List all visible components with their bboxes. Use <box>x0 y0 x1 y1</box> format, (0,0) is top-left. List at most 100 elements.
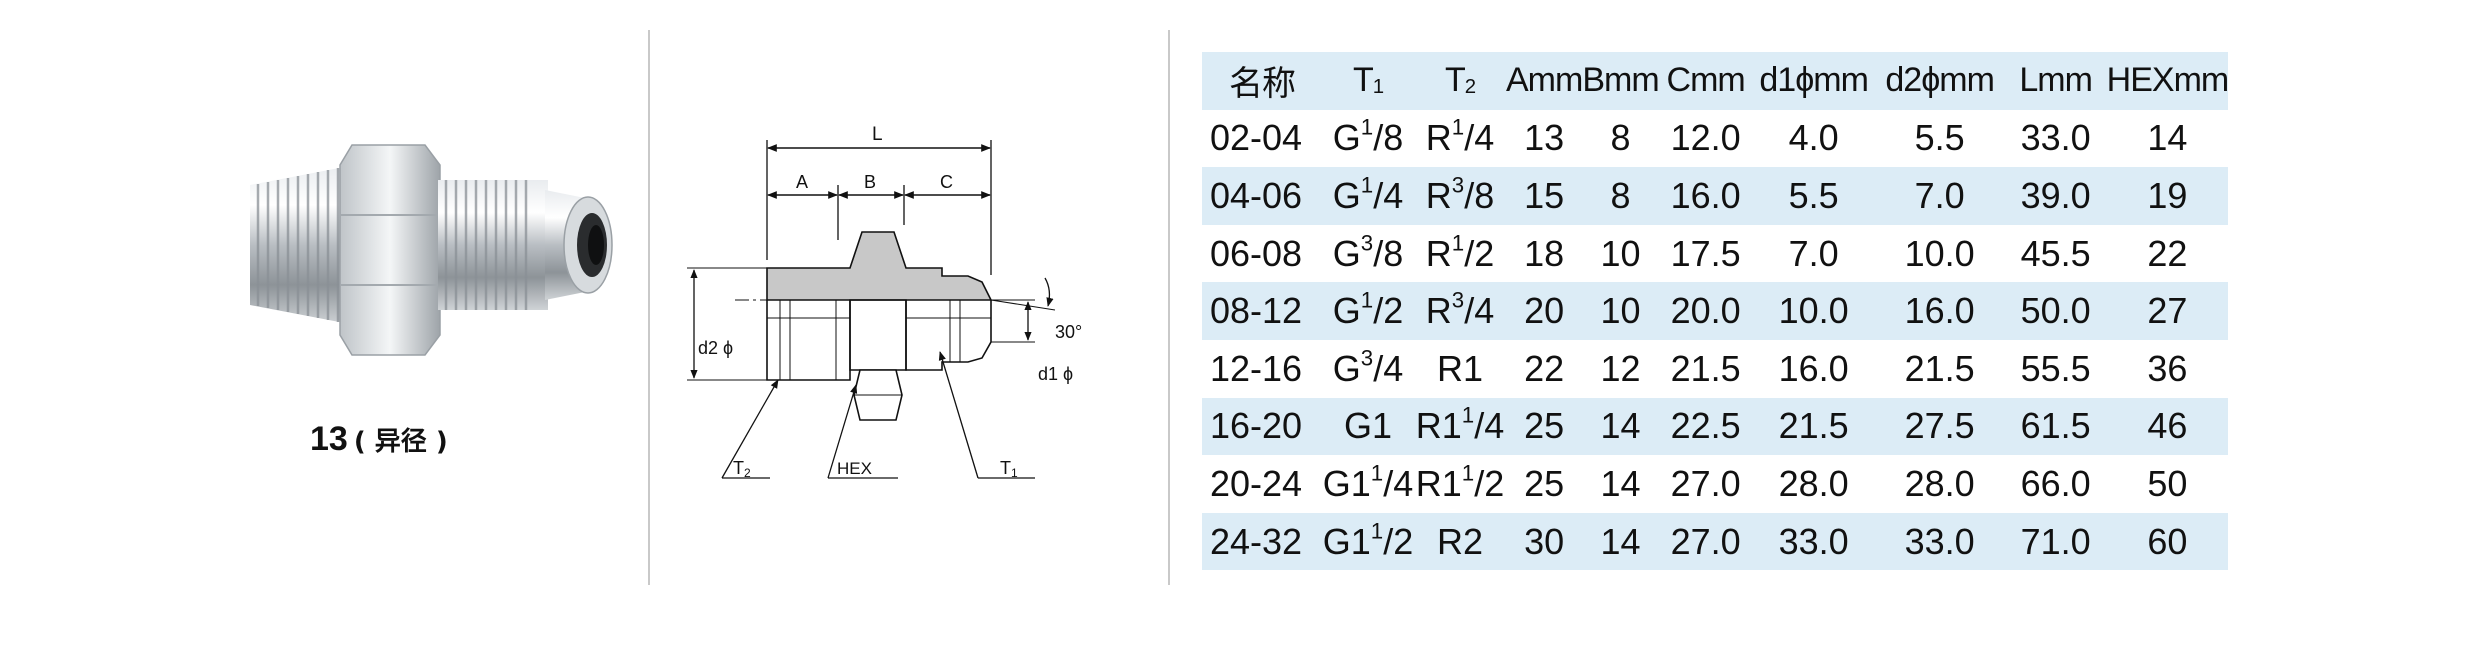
table-cell-a: 22 <box>1524 347 1565 389</box>
table-cell-t1: G3/4 <box>1332 345 1404 389</box>
table-cell-a: 20 <box>1506 282 1583 340</box>
table-cell-a: 15 <box>1506 167 1583 225</box>
table-cell-t2: R1 <box>1436 347 1484 389</box>
table-cell-l: 45.5 <box>2020 232 2091 274</box>
table-cell-c: 17.5 <box>1670 232 1741 274</box>
table-cell-b: 8 <box>1582 167 1659 225</box>
dimension-C-label: C <box>940 172 953 192</box>
angle-arc <box>1044 277 1054 307</box>
product-name: ( 异径 ) <box>353 427 448 457</box>
table-cell-b: 8 <box>1610 117 1631 159</box>
divider-left <box>648 30 650 585</box>
table-cell-t1: G1 <box>1322 397 1414 456</box>
body-lower-right <box>905 300 992 371</box>
table-cell-l: 50.0 <box>2004 282 2107 340</box>
table-cell-l: 71.0 <box>2004 512 2107 571</box>
header-d1: d1ϕmm <box>1752 52 1875 110</box>
header-hex: HEXmm <box>2106 52 2229 110</box>
table-cell-c: 16.0 <box>1658 167 1753 225</box>
table-cell-t2: R11/4 <box>1414 397 1506 456</box>
table-cell-a: 30 <box>1506 512 1583 571</box>
table-cell-d2: 7.0 <box>1874 167 2005 225</box>
table-cell-l: 39.0 <box>2004 167 2107 225</box>
table-cell-d1: 33.0 <box>1752 512 1875 571</box>
table-cell-t1: G11/2 <box>1322 512 1414 571</box>
table-cell-a: 25 <box>1524 462 1565 504</box>
table-cell-name: 08-12 <box>1202 282 1322 340</box>
table-cell-d1: 28.0 <box>1778 462 1849 504</box>
table-cell-t1: G1/2 <box>1322 282 1414 340</box>
table-cell-t2: R1/4 <box>1425 114 1495 159</box>
table-cell-hex: 36 <box>2147 347 2188 389</box>
spec-table: 名称 T1 T2 Amm Bmm Cmm d1ϕmm d2ϕmm Lmm HEX… <box>1202 52 2229 571</box>
table-cell-d2: 33.0 <box>1874 512 2005 571</box>
table-cell-d2: 5.5 <box>1914 117 1965 159</box>
table-cell-d2: 21.5 <box>1904 347 1975 389</box>
table-cell-c: 27.0 <box>1670 462 1741 504</box>
table-cell-c: 27.0 <box>1658 512 1753 571</box>
header-t1: T1 <box>1322 52 1414 110</box>
table-header-row: 名称 T1 T2 Amm Bmm Cmm d1ϕmm d2ϕmm Lmm HEX… <box>1202 52 2229 110</box>
table-cell-l: 66.0 <box>2020 462 2091 504</box>
table-cell-t2: R3/4 <box>1414 282 1506 340</box>
table-cell-a: 18 <box>1524 232 1565 274</box>
table-cell-t2: R1/2 <box>1425 229 1495 274</box>
table-cell-name: 20-24 <box>1210 462 1303 504</box>
table-cell-hex: 46 <box>2106 397 2229 456</box>
table-cell-d1: 21.5 <box>1752 397 1875 456</box>
table-cell-b: 14 <box>1600 462 1641 504</box>
table-cell-b: 10 <box>1582 282 1659 340</box>
spec-table-panel: 名称 T1 T2 Amm Bmm Cmm d1ϕmm d2ϕmm Lmm HEX… <box>1190 0 2440 655</box>
dimension-L-label: L <box>872 124 883 145</box>
table-cell-d2: 27.5 <box>1874 397 2005 456</box>
table-cell-b: 10 <box>1600 232 1641 274</box>
dimension-B-label: B <box>864 172 876 192</box>
header-l: Lmm <box>2004 52 2107 110</box>
table-cell-t1: G3/8 <box>1332 229 1404 274</box>
product-caption: 13( 异径 ) <box>310 420 448 459</box>
table-cell-b: 14 <box>1582 397 1659 456</box>
product-photo-panel: 13( 异径 ) <box>0 0 645 655</box>
label-HEX: HEX <box>837 459 872 478</box>
table-cell-d2: 28.0 <box>1904 462 1975 504</box>
hex-body <box>849 299 907 371</box>
table-cell-b: 12 <box>1600 347 1641 389</box>
product-number: 13 <box>310 420 348 458</box>
table-cell-d1: 5.5 <box>1752 167 1875 225</box>
table-cell-name: 02-04 <box>1210 117 1303 159</box>
table-cell-c: 22.5 <box>1658 397 1753 456</box>
table-cell-d2: 16.0 <box>1874 282 2005 340</box>
divider-right <box>1168 30 1170 585</box>
table-cell-hex: 60 <box>2106 512 2229 571</box>
table-cell-name: 06-08 <box>1210 232 1303 274</box>
table-cell-t2: R11/2 <box>1415 460 1505 504</box>
body-section <box>766 231 993 301</box>
technical-drawing-panel: L A B C <box>650 0 1160 655</box>
header-t2: T2 <box>1414 52 1506 110</box>
dimension-d1-label: d1 ϕ <box>1038 364 1073 384</box>
table-cell-hex: 22 <box>2147 232 2188 274</box>
table-cell-c: 21.5 <box>1670 347 1741 389</box>
header-b: Bmm <box>1582 52 1660 110</box>
table-cell-d1: 16.0 <box>1778 347 1849 389</box>
header-name: 名称 <box>1202 52 1322 110</box>
thread-hatch-left <box>779 300 837 380</box>
table-cell-d1: 7.0 <box>1788 232 1839 274</box>
table-cell-a: 25 <box>1506 397 1583 456</box>
table-cell-t2: R3/8 <box>1414 167 1506 225</box>
header-c: Cmm <box>1658 52 1753 110</box>
header-d2: d2ϕmm <box>1874 52 2005 110</box>
table-cell-name: 04-06 <box>1202 167 1322 225</box>
table-cell-name: 16-20 <box>1202 397 1322 456</box>
table-cell-hex: 50 <box>2147 462 2188 504</box>
table-cell-c: 12.0 <box>1670 117 1741 159</box>
fitting-photo-image <box>250 144 613 356</box>
